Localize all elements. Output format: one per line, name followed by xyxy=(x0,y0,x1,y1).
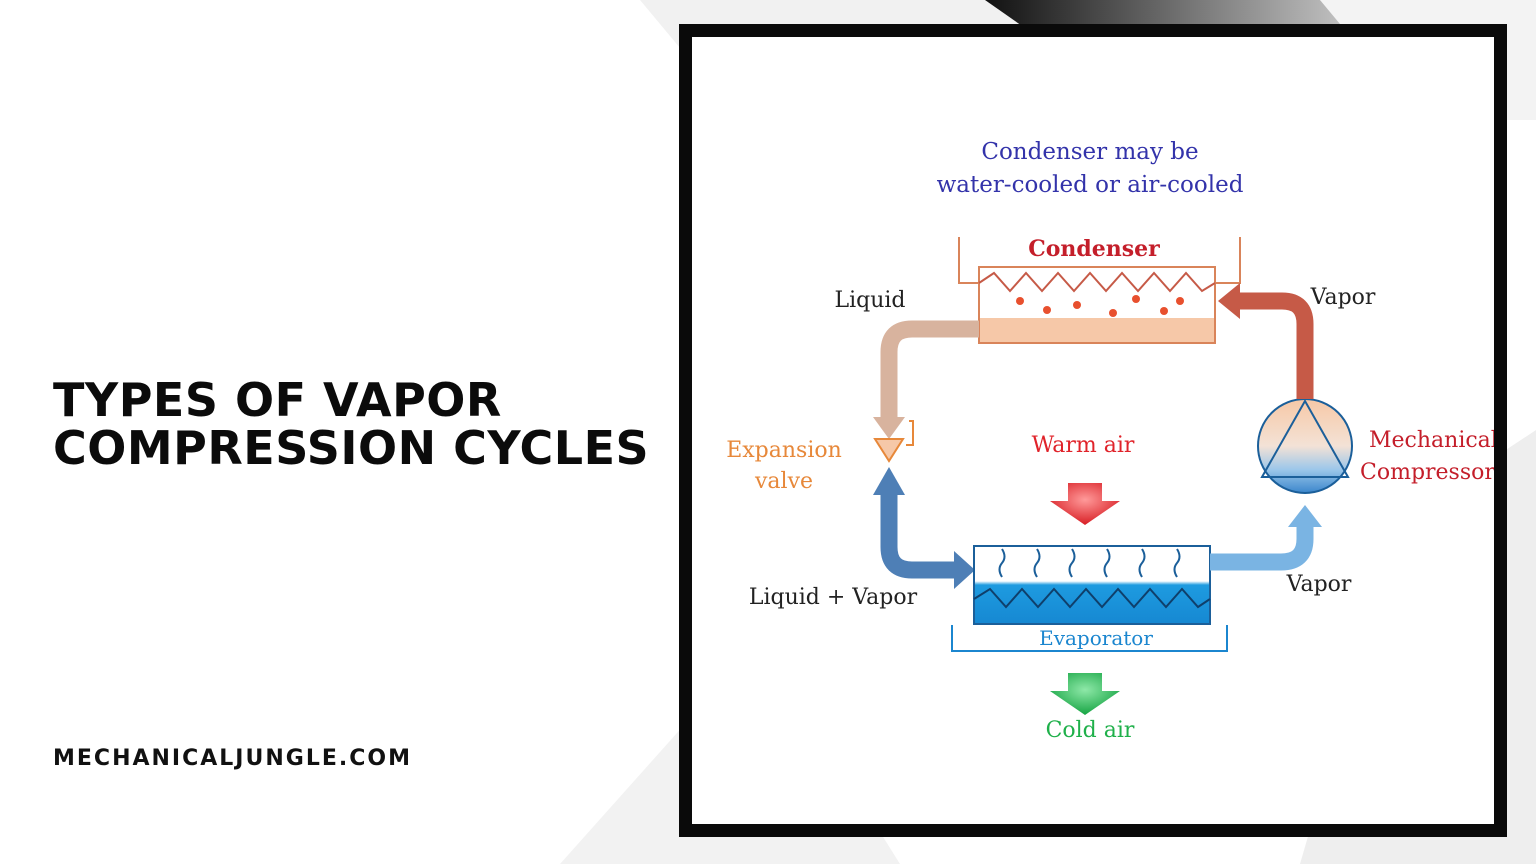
vapor-bottom-label: Vapor xyxy=(1286,572,1352,597)
condenser-droplets xyxy=(1016,295,1184,317)
cold-pipe-arrowhead-right xyxy=(954,551,975,589)
liquid-pipe xyxy=(880,320,979,421)
evaporator-vapor-wisps xyxy=(998,548,1181,578)
condenser-liquid-pool xyxy=(980,318,1214,342)
hot-vapor-pipe xyxy=(1238,292,1314,399)
evaporator-coil xyxy=(973,587,1211,609)
evaporator-box xyxy=(973,545,1211,625)
vapor-pipe-arrowhead xyxy=(1288,505,1322,527)
compressor-body xyxy=(1257,398,1353,494)
liquid-vapor-label: Liquid + Vapor xyxy=(749,585,918,610)
expansion-label-line-2: valve xyxy=(754,469,813,494)
vapor-top-label: Vapor xyxy=(1310,285,1376,310)
mechanical-label-line-2: Compressor xyxy=(1360,460,1494,485)
condenser-note-line-1: Condenser may be xyxy=(981,139,1198,165)
cold-pipe-arrowhead-up xyxy=(873,467,905,495)
vapor-compression-diagram: Condenser may be water-cooled or air-coo… xyxy=(726,139,1494,743)
condenser-label: Condenser xyxy=(1028,236,1160,262)
page-title: TYPES OF VAPOR COMPRESSION CYCLES xyxy=(53,376,653,472)
warm-air-label: Warm air xyxy=(1032,433,1135,458)
cold-air-label: Cold air xyxy=(1046,718,1135,743)
cold-pipe xyxy=(880,493,958,579)
expansion-valve xyxy=(873,438,905,463)
diagram-canvas: Condenser may be water-cooled or air-coo… xyxy=(692,37,1494,824)
mechanical-label-line-1: Mechanical xyxy=(1369,428,1494,453)
liquid-pipe-arrowhead xyxy=(873,417,905,439)
liquid-label: Liquid xyxy=(834,288,905,313)
title-line-1: TYPES OF VAPOR xyxy=(53,373,502,427)
condenser-note-line-2: water-cooled or air-cooled xyxy=(937,172,1244,198)
hot-vapor-arrowhead xyxy=(1218,283,1240,319)
compressor-triangle xyxy=(1260,398,1350,478)
expansion-valve-bracket xyxy=(906,420,914,446)
cold-air-arrow xyxy=(1050,673,1120,715)
warm-air-arrow xyxy=(1050,483,1120,525)
expansion-label-line-1: Expansion xyxy=(726,438,842,463)
evaporator-label: Evaporator xyxy=(1039,626,1153,650)
title-line-2: COMPRESSION CYCLES xyxy=(53,421,650,475)
diagram-frame: Condenser may be water-cooled or air-coo… xyxy=(679,24,1507,837)
evaporator-housing xyxy=(951,625,1228,652)
vapor-pipe-bottom xyxy=(1210,525,1314,571)
site-url[interactable]: MECHANICALJUNGLE.COM xyxy=(53,746,412,771)
condenser-coil xyxy=(978,271,1216,293)
